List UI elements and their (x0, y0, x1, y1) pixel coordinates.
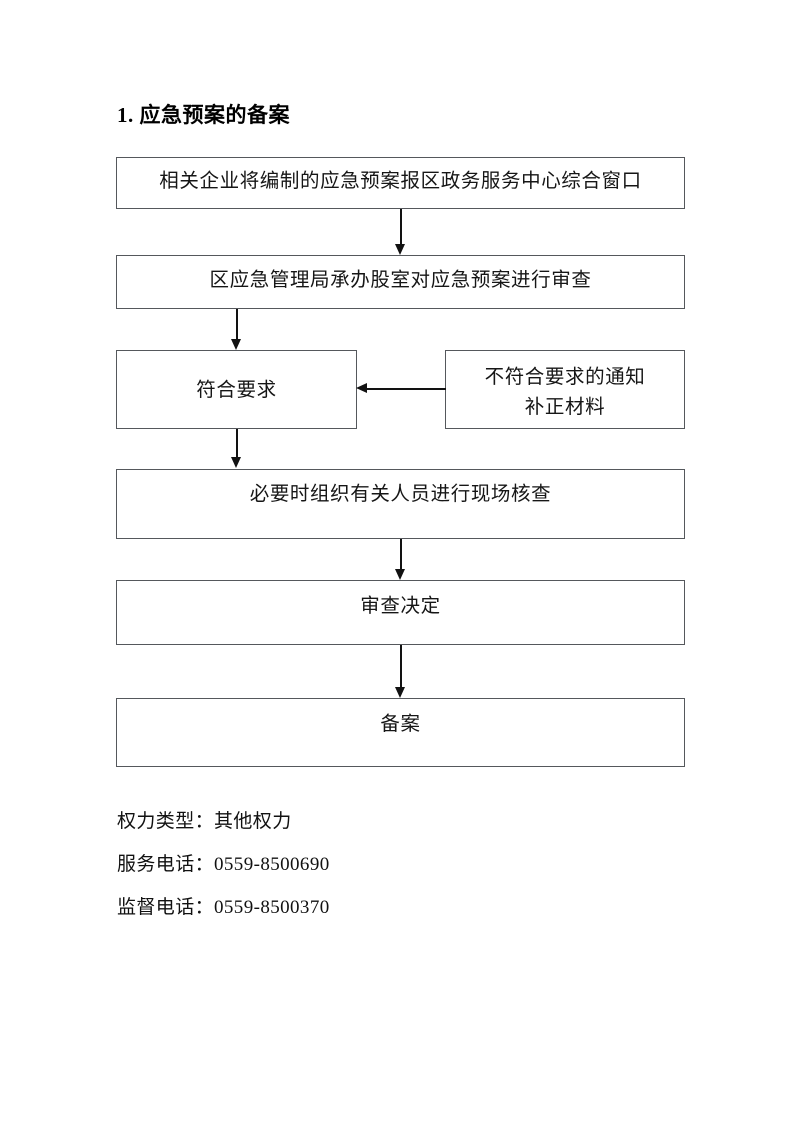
flow-node-decision: 审查决定 (116, 580, 685, 645)
arrow-left-icon (356, 383, 367, 393)
flow-node-nonconform: 不符合要求的通知 补正材料 (445, 350, 685, 429)
flow-node-onsite-label: 必要时组织有关人员进行现场核查 (249, 484, 552, 505)
arrow-down-icon (231, 457, 241, 468)
arrow-down-icon (395, 244, 405, 255)
flow-node-review-label: 区应急管理局承办股室对应急预案进行审查 (209, 270, 592, 291)
flow-node-record: 备案 (116, 698, 685, 767)
flow-node-conform-label: 符合要求 (196, 380, 277, 401)
flow-node-conform: 符合要求 (116, 350, 357, 429)
arrow-down-icon (395, 687, 405, 698)
flow-node-review: 区应急管理局承办股室对应急预案进行审查 (116, 255, 685, 309)
connector-line (400, 209, 402, 245)
flow-node-nonconform-label: 不符合要求的通知 补正材料 (484, 367, 646, 418)
page-title: 1. 应急预案的备案 (117, 103, 290, 127)
connector-line (400, 645, 402, 688)
meta-power-type: 权力类型：其他权力 (117, 811, 292, 832)
connector-line (400, 539, 402, 570)
meta-info-list: 权力类型：其他权力 服务电话：0559-8500690 监督电话：0559-85… (117, 800, 717, 929)
connector-line (236, 429, 238, 458)
connector-line (366, 388, 446, 390)
flow-node-record-label: 备案 (380, 714, 421, 735)
meta-supervision-phone: 监督电话：0559-8500370 (117, 897, 330, 918)
meta-service-phone: 服务电话：0559-8500690 (117, 854, 330, 875)
flow-node-decision-label: 审查决定 (360, 596, 441, 617)
flow-node-submit: 相关企业将编制的应急预案报区政务服务中心综合窗口 (116, 157, 685, 209)
flow-node-onsite: 必要时组织有关人员进行现场核查 (116, 469, 685, 539)
arrow-down-icon (395, 569, 405, 580)
flow-node-submit-label: 相关企业将编制的应急预案报区政务服务中心综合窗口 (159, 171, 642, 192)
connector-line (236, 309, 238, 340)
arrow-down-icon (231, 339, 241, 350)
